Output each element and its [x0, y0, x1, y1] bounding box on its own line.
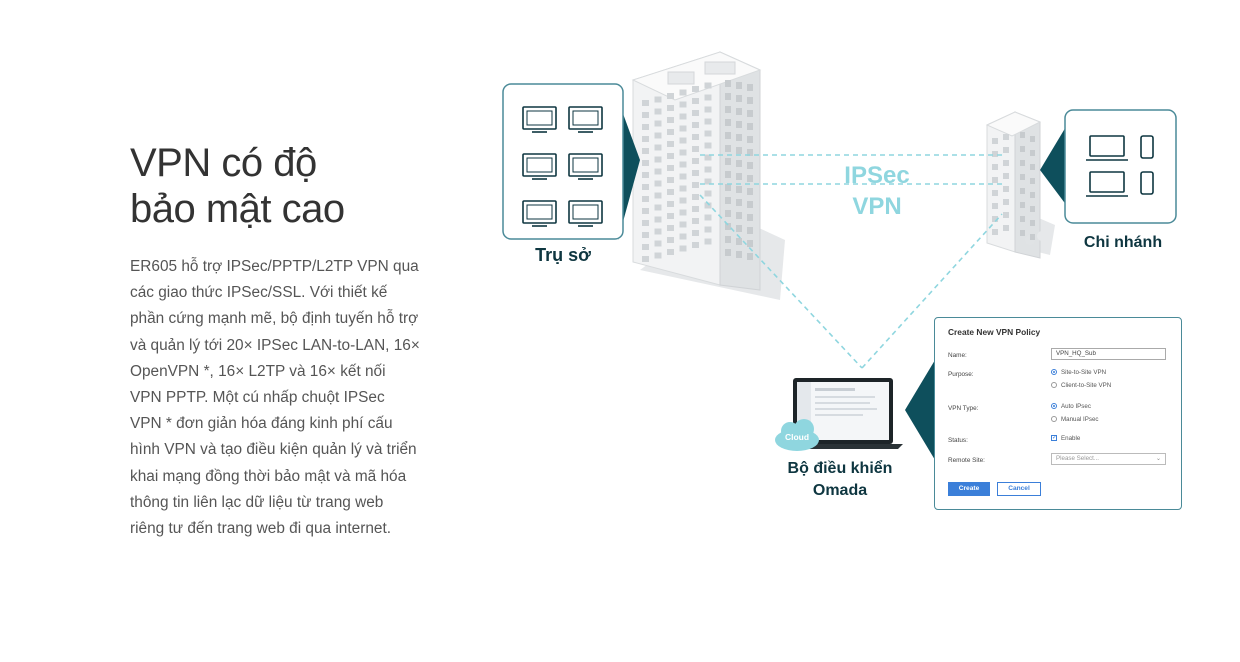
create-vpn-policy-panel: Create New VPN Policy Name: VPN_HQ_Sub P…	[934, 317, 1182, 510]
purpose-radio-client-to-site[interactable]: Client-to-Site VPN	[1051, 382, 1111, 389]
monitor-icon	[568, 106, 603, 133]
status-label: Status:	[948, 437, 968, 444]
checkbox-checked-icon: ✓	[1051, 435, 1058, 442]
purpose-option-2-label: Client-to-Site VPN	[1061, 382, 1112, 389]
name-input[interactable]: VPN_HQ_Sub	[1051, 348, 1166, 360]
status-value-label: Enable	[1061, 435, 1081, 442]
purpose-radio-site-to-site[interactable]: Site-to-Site VPN	[1051, 369, 1106, 376]
radio-unselected-icon	[1051, 416, 1057, 423]
radio-selected-icon	[1051, 369, 1057, 376]
monitor-icon	[522, 153, 557, 180]
vpn-type-radio-auto[interactable]: Auto IPsec	[1051, 403, 1091, 410]
radio-selected-icon	[1051, 403, 1057, 410]
radio-unselected-icon	[1051, 382, 1057, 389]
cloud-icon	[775, 419, 819, 451]
branch-building-windows	[992, 132, 1035, 240]
hq-building-windows	[642, 80, 753, 262]
laptop-icon	[1086, 171, 1128, 197]
heading-line-2: bảo mật cao	[130, 187, 345, 231]
remote-site-select[interactable]: Please Select... ⌄	[1051, 453, 1166, 465]
controller-label-line-2: Omada	[812, 482, 868, 499]
chevron-down-icon: ⌄	[1155, 455, 1161, 462]
name-label: Name:	[948, 352, 967, 359]
controller-label-line-1: Bộ điều khiển	[787, 460, 893, 477]
desktop-monitor-icons	[522, 106, 603, 227]
vpn-type-radio-manual[interactable]: Manual IPsec	[1051, 416, 1099, 423]
remote-site-label: Remote Site:	[948, 457, 985, 464]
panel-pointer	[905, 360, 935, 460]
create-button[interactable]: Create	[948, 482, 990, 496]
vpn-type-label: VPN Type:	[948, 405, 979, 412]
branch-label: Chi nhánh	[1083, 234, 1163, 251]
purpose-option-1-label: Site-to-Site VPN	[1061, 369, 1107, 376]
laptop-icon	[1086, 135, 1128, 161]
vpn-type-option-1-label: Auto IPsec	[1061, 403, 1091, 410]
vpn-label-line-1: IPSec	[844, 162, 910, 189]
status-enable-checkbox[interactable]: ✓Enable	[1051, 435, 1080, 442]
monitor-icon	[568, 200, 603, 227]
controller-label: Bộ điều khiển Omada	[770, 458, 910, 502]
cancel-button[interactable]: Cancel	[997, 482, 1041, 496]
branch-devices-card	[1040, 109, 1177, 224]
heading-line-1: VPN có độ	[130, 141, 317, 185]
monitor-icon	[522, 200, 557, 227]
ipsec-vpn-label: IPSec VPN	[816, 160, 938, 222]
cloud-badge-label: Cloud	[784, 432, 810, 442]
purpose-label: Purpose:	[948, 371, 974, 378]
vpn-tunnel-lines	[699, 154, 1003, 369]
vpn-type-option-2-label: Manual IPsec	[1061, 416, 1099, 423]
feature-heading: VPN có độ bảo mật cao	[130, 140, 430, 232]
feature-text-block: VPN có độ bảo mật cao ER605 hỗ trợ IPSec…	[130, 140, 430, 542]
hq-label: Trụ sở	[535, 245, 591, 265]
feature-description: ER605 hỗ trợ IPSec/PPTP/L2TP VPN qua các…	[130, 258, 420, 538]
vpn-label-line-2: VPN	[852, 193, 902, 220]
panel-title: Create New VPN Policy	[948, 327, 1041, 337]
phone-icon	[1140, 135, 1154, 159]
phone-icon	[1140, 171, 1154, 195]
remote-site-placeholder: Please Select...	[1056, 455, 1099, 462]
monitor-icon	[522, 106, 557, 133]
monitor-icon	[568, 153, 603, 180]
